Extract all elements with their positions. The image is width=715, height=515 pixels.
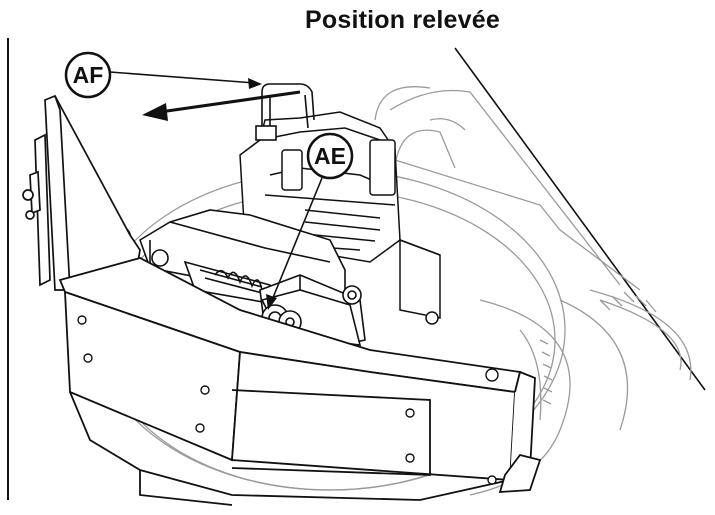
callout-ae-leader [271, 177, 323, 301]
figure-title: Position relevée [305, 6, 500, 34]
callout-ae: AE [266, 132, 354, 310]
guard-bolts [77, 315, 499, 485]
callout-ae-leader-head [266, 294, 277, 310]
callout-af-leader-head [248, 78, 262, 89]
callout-ae-circle [306, 132, 354, 180]
front-guard [58, 257, 542, 506]
lever-af [255, 83, 315, 141]
diagonal-edge-line [454, 47, 706, 391]
callout-af: AF [64, 51, 301, 121]
movement-arrow-head [142, 103, 168, 121]
callout-ae-label: AE [314, 143, 346, 169]
callout-af-circle [64, 51, 112, 99]
callout-af-leader [109, 71, 256, 84]
movement-arrow [159, 90, 301, 114]
callout-af-label: AF [73, 62, 104, 88]
left-plate [22, 94, 141, 291]
